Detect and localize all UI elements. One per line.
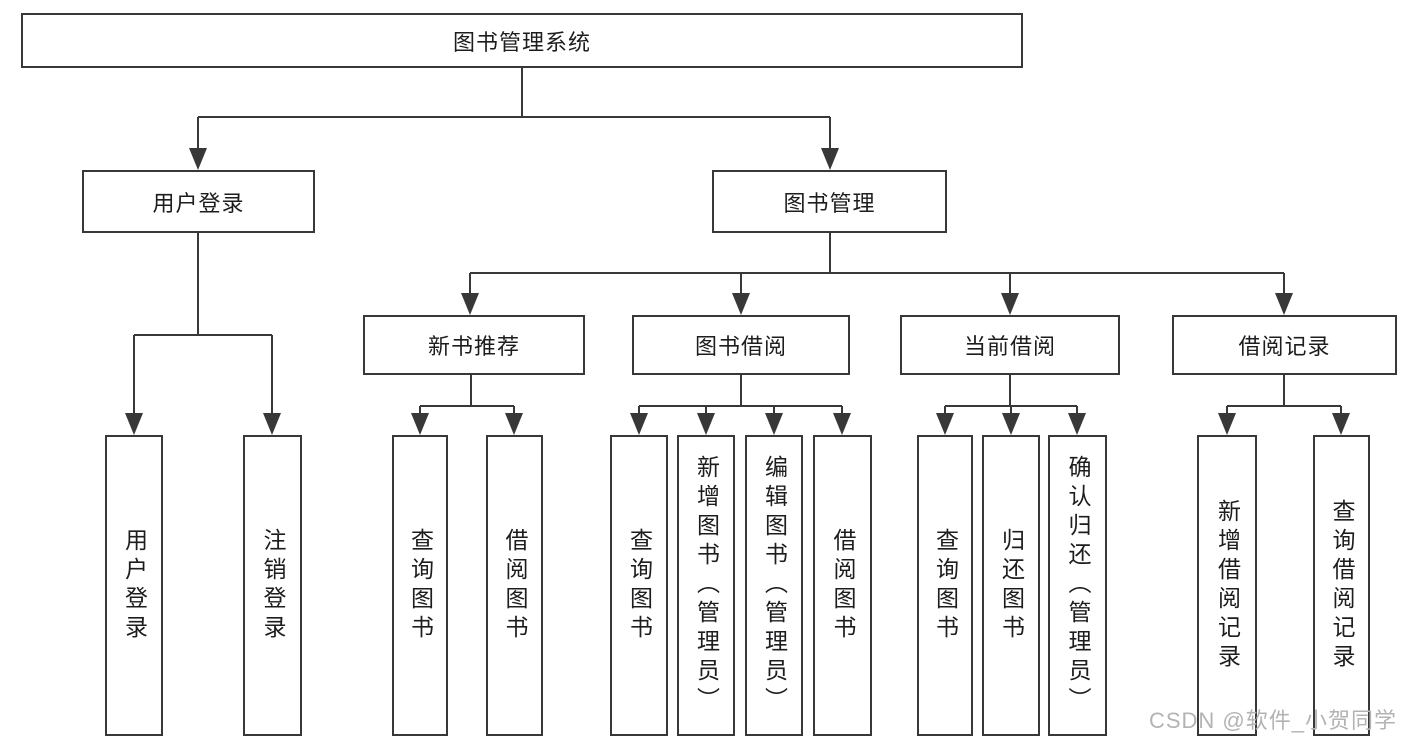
leaf-newbooks-borrow-books: 借阅图书	[486, 435, 543, 736]
arrowhead-bb-query	[630, 413, 648, 435]
node-new-books-label: 新书推荐	[427, 334, 520, 359]
arrowhead-bb-add	[697, 413, 715, 435]
arrowhead-cb-query	[936, 413, 954, 435]
leaf-currentborrow-confirm-return-admin-label: 确认归还（管理员）	[1065, 455, 1091, 716]
leaf-bookborrow-query-books: 查询图书	[610, 435, 668, 736]
connector-book-borrow-children	[638, 375, 843, 417]
node-borrow-records: 借阅记录	[1172, 315, 1397, 375]
connector-book-mgmt-children	[469, 233, 1285, 296]
leaf-records-add-borrow-record: 新增借阅记录	[1197, 435, 1257, 736]
arrowhead-current-borrow	[1001, 293, 1019, 315]
arrowhead-nb-query	[411, 413, 429, 435]
leaf-logout-label: 注销登录	[260, 527, 286, 644]
node-current-borrow: 当前借阅	[900, 315, 1120, 375]
leaf-currentborrow-query-books-label: 查询图书	[932, 527, 959, 644]
arrowhead-book-mgmt	[821, 148, 839, 170]
node-root: 图书管理系统	[21, 13, 1023, 68]
arrowhead-cb-confirm	[1068, 413, 1086, 435]
leaf-user-login-label: 用户登录	[121, 527, 148, 644]
csdn-watermark: CSDN @软件_小贺同学	[1148, 708, 1397, 733]
leaf-newbooks-query-books-label: 查询图书	[407, 527, 434, 644]
leaf-currentborrow-query-books: 查询图书	[917, 435, 973, 736]
connector-user-login-children	[133, 233, 273, 415]
leaf-currentborrow-return-books-label: 归还图书	[998, 527, 1025, 644]
leaf-bookborrow-add-books-admin-label: 新增图书（管理员）	[693, 455, 720, 716]
leaf-bookborrow-borrow-books: 借阅图书	[813, 435, 872, 736]
arrowhead-leaf-logout	[263, 413, 281, 435]
node-new-books: 新书推荐	[363, 315, 585, 375]
connector-new-books-children	[419, 375, 515, 417]
leaf-user-login: 用户登录	[105, 435, 163, 736]
leaf-bookborrow-query-books-label: 查询图书	[626, 527, 653, 644]
leaf-records-query-borrow-record: 查询借阅记录	[1313, 435, 1370, 736]
arrowhead-cb-return	[1002, 413, 1020, 435]
node-book-mgmt-label: 图书管理	[783, 190, 876, 216]
connector-borrow-records-children	[1226, 375, 1342, 417]
leaf-records-add-borrow-record-label: 新增借阅记录	[1214, 498, 1241, 673]
arrowhead-new-books	[461, 293, 479, 315]
leaf-currentborrow-confirm-return-admin: 确认归还（管理员）	[1048, 435, 1107, 736]
arrowhead-bb-borrow	[833, 413, 851, 435]
arrowhead-bb-edit	[765, 413, 783, 435]
arrowhead-leaf-user-login	[125, 413, 143, 435]
leaf-bookborrow-borrow-books-label: 借阅图书	[830, 527, 856, 644]
leaf-bookborrow-add-books-admin: 新增图书（管理员）	[677, 435, 735, 736]
arrowhead-br-query	[1332, 413, 1350, 435]
arrowhead-user-login	[189, 148, 207, 170]
leaf-records-query-borrow-record-label: 查询借阅记录	[1329, 498, 1355, 673]
connector-current-borrow-children	[944, 375, 1078, 417]
node-user-login-label: 用户登录	[152, 190, 245, 216]
node-book-mgmt: 图书管理	[712, 170, 947, 233]
arrowhead-borrow-records	[1275, 293, 1293, 315]
node-book-borrow-label: 图书借阅	[694, 334, 787, 359]
arrowhead-nb-borrow	[505, 413, 523, 435]
leaf-bookborrow-edit-books-admin-label: 编辑图书（管理员）	[761, 455, 788, 716]
node-book-borrow: 图书借阅	[632, 315, 850, 375]
node-root-label: 图书管理系统	[452, 29, 591, 55]
connector-root-to-level2	[197, 68, 831, 150]
node-borrow-records-label: 借阅记录	[1238, 334, 1331, 359]
leaf-bookborrow-edit-books-admin: 编辑图书（管理员）	[745, 435, 803, 736]
arrowhead-book-borrow	[732, 293, 750, 315]
leaf-newbooks-borrow-books-label: 借阅图书	[502, 527, 528, 644]
arrowhead-br-add	[1218, 413, 1236, 435]
leaf-logout: 注销登录	[243, 435, 302, 736]
leaf-currentborrow-return-books: 归还图书	[982, 435, 1040, 736]
leaf-newbooks-query-books: 查询图书	[392, 435, 448, 736]
node-current-borrow-label: 当前借阅	[963, 334, 1056, 359]
node-user-login: 用户登录	[82, 170, 315, 233]
